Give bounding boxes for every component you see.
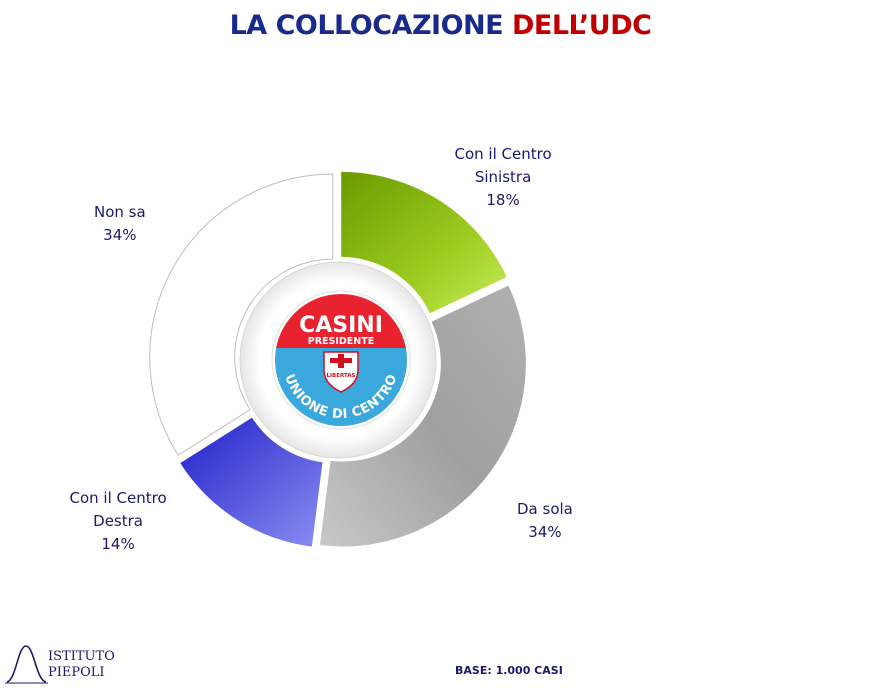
slice-label-line: Destra (93, 512, 143, 530)
slice-value-label: 14% (101, 535, 135, 553)
logo-sub-text: PRESIDENTE (308, 336, 374, 347)
slice-non-sa (149, 173, 334, 456)
slice-con-il-centro-sinistra (341, 171, 507, 314)
slice-con-il-centro-destra (180, 417, 323, 547)
brand-line-1: ISTITUTO (48, 649, 115, 664)
base-note: BASE: 1.000 CASI (455, 664, 563, 677)
title-part-1: LA COLLOCAZIONE (229, 10, 504, 41)
title-part-2: DELL’UDC (511, 10, 652, 41)
slice-label-line: Con il Centro (454, 145, 552, 163)
slice-da-sola (319, 285, 526, 547)
bell-curve-icon (5, 645, 48, 684)
slice-label-non-sa: Non sa 34% (94, 201, 146, 247)
slice-label-line: Sinistra (474, 168, 532, 186)
istituto-piepoli-logo: ISTITUTO PIEPOLI (4, 638, 144, 686)
logo-top-text: CASINI (299, 313, 383, 338)
slice-label-line: Non sa (94, 203, 146, 221)
shield-text: LIBERTAS (326, 373, 355, 379)
brand-line-2: PIEPOLI (48, 665, 105, 680)
shield-icon: LIBERTAS (323, 351, 359, 393)
slice-label-da-sola: Da sola 34% (517, 498, 573, 544)
slice-value-label: 18% (486, 191, 520, 209)
slice-value-label: 34% (103, 226, 137, 244)
slice-value-label: 34% (528, 523, 562, 541)
chart-title: LA COLLOCAZIONE DELL’UDC (0, 10, 881, 41)
slice-label-line: Con il Centro (69, 489, 167, 507)
slice-label-line: Da sola (517, 500, 573, 518)
